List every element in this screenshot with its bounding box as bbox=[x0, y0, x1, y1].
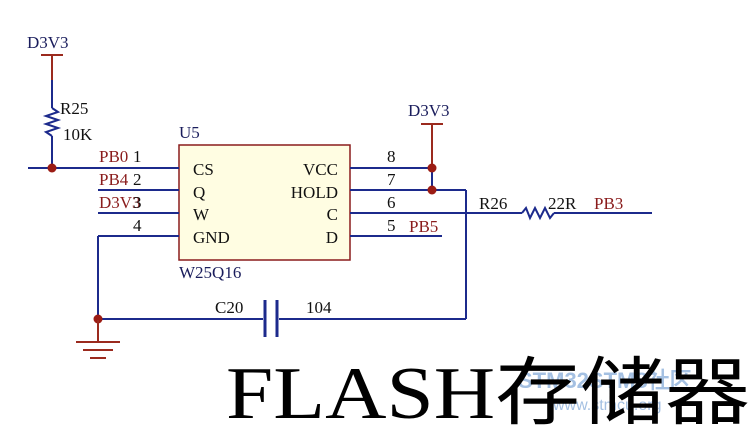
net-pb5: PB5 bbox=[409, 217, 438, 236]
junction-vcc bbox=[427, 163, 437, 173]
junction-gnd bbox=[93, 314, 103, 324]
pin-num-7: 7 bbox=[387, 170, 396, 189]
net-pb0: PB0 bbox=[99, 147, 128, 166]
pin-name-q: Q bbox=[193, 183, 205, 202]
junction-r25 bbox=[47, 163, 57, 173]
watermark-url: www.stmcu.org bbox=[552, 397, 661, 414]
power-label-right: D3V3 bbox=[408, 101, 450, 120]
pin-name-hold: HOLD bbox=[291, 183, 338, 202]
resistor-r26: R26 22R PB3 bbox=[479, 194, 652, 221]
pin-num-8: 8 bbox=[387, 147, 396, 166]
chip-ref: U5 bbox=[179, 123, 200, 142]
c20-value: 104 bbox=[306, 298, 332, 317]
watermark-logo-text: STM32STM8社区 bbox=[518, 368, 692, 393]
pin-name-c: C bbox=[327, 205, 338, 224]
capacitor-c20: C20 104 bbox=[215, 298, 332, 337]
pin-num-5: 5 bbox=[387, 216, 396, 235]
power-symbol-left: D3V3 bbox=[27, 33, 69, 80]
c20-ref: C20 bbox=[215, 298, 243, 317]
net-pb3: PB3 bbox=[594, 194, 623, 213]
pin-num-2: 2 bbox=[133, 170, 142, 189]
pin-name-vcc: VCC bbox=[303, 160, 338, 179]
net-d3v3-w: D3V3 bbox=[99, 193, 141, 212]
resistor-r25: R25 10K bbox=[42, 80, 93, 168]
power-symbol-right: D3V3 bbox=[408, 101, 450, 195]
diagram-title: FLASH存储器 bbox=[226, 353, 750, 428]
r25-ref: R25 bbox=[60, 99, 88, 118]
pin-name-d: D bbox=[326, 228, 338, 247]
power-label-left: D3V3 bbox=[27, 33, 69, 52]
ground-icon bbox=[76, 320, 120, 359]
chip-body bbox=[178, 144, 351, 261]
chip-u5: U5 W25Q16 CS Q W GND VCC HOLD C D bbox=[178, 123, 351, 282]
pin-num-4: 4 bbox=[133, 216, 142, 235]
r26-ref: R26 bbox=[479, 194, 507, 213]
junction-hold bbox=[427, 185, 437, 195]
chip-part: W25Q16 bbox=[179, 263, 241, 282]
r26-value: 22R bbox=[548, 194, 577, 213]
pin-num-6: 6 bbox=[387, 193, 396, 212]
pin-name-gnd: GND bbox=[193, 228, 230, 247]
pin-num-1: 1 bbox=[133, 147, 142, 166]
pin-name-w: W bbox=[193, 205, 210, 224]
net-pb4: PB4 bbox=[99, 170, 129, 189]
pin-name-cs: CS bbox=[193, 160, 214, 179]
r25-value: 10K bbox=[63, 125, 93, 144]
pin-num-3: 3 bbox=[133, 193, 142, 212]
